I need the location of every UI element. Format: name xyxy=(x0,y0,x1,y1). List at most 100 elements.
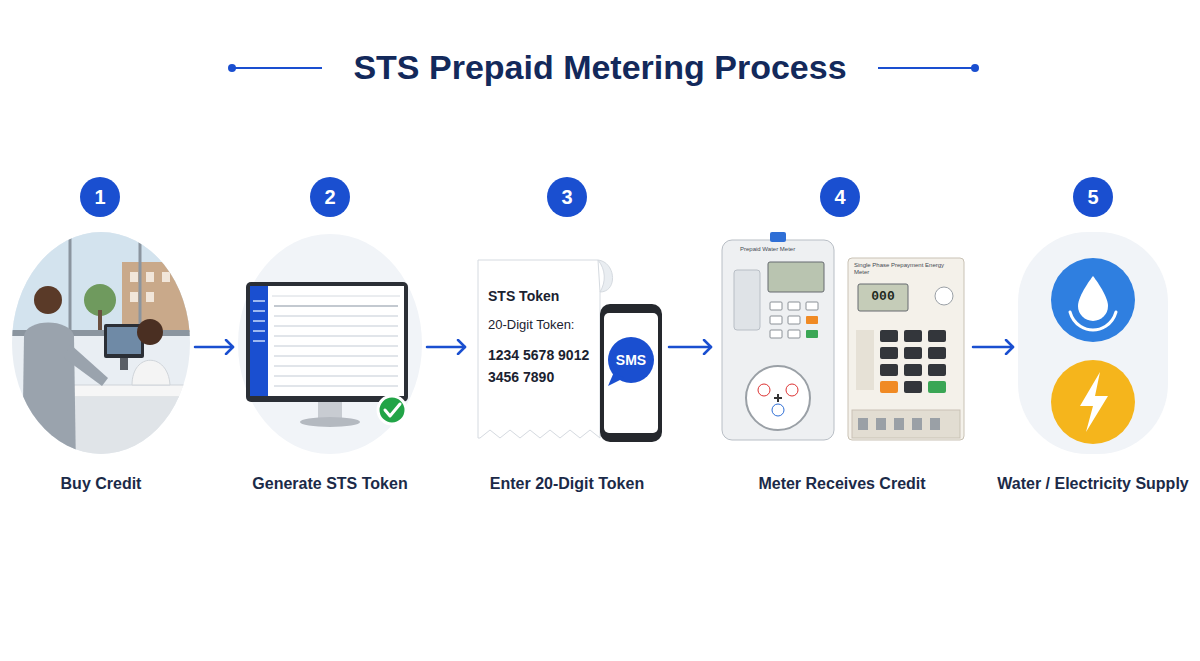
flow-arrow xyxy=(195,346,233,349)
illustration-part xyxy=(1018,232,1168,454)
illustration-part xyxy=(274,385,398,387)
illustration-part xyxy=(604,313,658,433)
illustration-part xyxy=(1080,372,1108,432)
illustration-part xyxy=(912,418,922,430)
step-panel: Buy Credit xyxy=(12,232,190,455)
illustration-part xyxy=(598,260,613,292)
illustration-part xyxy=(107,327,141,354)
illustration-part xyxy=(274,325,398,327)
illustration-part xyxy=(856,330,874,390)
illustration-part xyxy=(274,305,398,307)
prepaid-meters xyxy=(722,232,964,440)
step-number: 5 xyxy=(1073,177,1113,217)
illustration-part xyxy=(253,310,265,312)
step-number: 3 xyxy=(547,177,587,217)
step-number: 4 xyxy=(820,177,860,217)
flow-arrow xyxy=(669,346,711,349)
illustration-label: 000 xyxy=(862,290,904,305)
illustration-part xyxy=(69,232,72,332)
illustration-part xyxy=(64,344,108,386)
illustration-label: STS Token xyxy=(488,288,559,304)
illustration-part xyxy=(130,272,138,282)
office-photo xyxy=(0,220,200,470)
illustration-part xyxy=(378,396,406,424)
illustration-part xyxy=(930,418,940,430)
illustration-part xyxy=(904,381,922,393)
illustration-part xyxy=(904,347,922,359)
illustration-part xyxy=(137,319,163,345)
illustration-part xyxy=(788,316,800,324)
illustration-part xyxy=(274,315,398,317)
illustration-part xyxy=(253,330,265,332)
illustration-part xyxy=(876,418,886,430)
illustration-label: 3456 7890 xyxy=(488,369,554,385)
illustration-part xyxy=(806,302,818,310)
callout-number: 1 xyxy=(94,187,105,207)
illustration-label: SMS xyxy=(608,352,654,368)
illustration-part xyxy=(878,67,975,69)
illustration-part xyxy=(852,410,960,438)
illustration-part xyxy=(971,64,979,72)
illustration-part xyxy=(894,418,904,430)
illustration-part xyxy=(768,262,824,292)
illustration-part xyxy=(746,366,810,430)
illustration-part xyxy=(788,330,800,338)
illustration-part xyxy=(12,232,192,332)
illustration-part xyxy=(734,270,760,330)
illustration-label: Single Phase Prepayment Energy Meter xyxy=(854,262,958,276)
callout-number: 3 xyxy=(561,187,572,207)
utility-icons xyxy=(1018,232,1168,454)
illustration-part xyxy=(146,292,154,302)
illustration-part xyxy=(772,404,784,416)
illustration-part xyxy=(274,365,398,367)
step-caption: Meter Receives Credit xyxy=(758,474,925,494)
illustration-part xyxy=(770,330,782,338)
illustration-part xyxy=(880,347,898,359)
step-caption: Buy Credit xyxy=(61,474,142,494)
illustration-part xyxy=(600,304,662,442)
diagram-title: STS Prepaid Metering Process xyxy=(0,46,1200,88)
illustration-part xyxy=(132,360,170,385)
step-number: 1 xyxy=(80,177,120,217)
illustration-part xyxy=(806,316,818,324)
illustration-part xyxy=(253,340,265,342)
illustration-part xyxy=(385,404,400,416)
illustration-part xyxy=(1051,258,1135,342)
illustration-part xyxy=(0,220,200,470)
step-caption: Generate STS Token xyxy=(252,474,407,494)
illustration-part xyxy=(758,384,770,396)
illustration-part xyxy=(806,330,818,338)
illustration-part xyxy=(232,67,322,69)
computer-screen xyxy=(238,234,422,454)
illustration-part xyxy=(274,335,398,337)
illustration-part xyxy=(1051,360,1135,444)
illustration-part xyxy=(928,381,946,393)
illustration-part xyxy=(722,240,834,440)
illustration-part xyxy=(130,292,138,302)
callout-number: 4 xyxy=(834,187,845,207)
step-number: 2 xyxy=(310,177,350,217)
illustration-label: Prepaid Water Meter xyxy=(740,246,795,253)
illustration-part xyxy=(608,372,624,386)
illustration-part xyxy=(22,323,76,471)
step-panel: Generate STS Token xyxy=(238,234,422,454)
illustration-part xyxy=(848,258,964,440)
illustration-part xyxy=(770,232,786,242)
illustration-part xyxy=(146,272,154,282)
illustration-part xyxy=(274,345,398,347)
token-receipt xyxy=(478,260,662,442)
illustration-part xyxy=(880,364,898,376)
illustration-part xyxy=(904,330,922,342)
illustration-label: 20-Digit Token: xyxy=(488,318,574,333)
illustration-part xyxy=(928,347,946,359)
illustration-part xyxy=(478,260,600,438)
illustration-part xyxy=(880,381,898,393)
callout-number: 2 xyxy=(324,187,335,207)
illustration-part xyxy=(253,300,265,302)
callout-number: 5 xyxy=(1087,187,1098,207)
illustration-part xyxy=(786,384,798,396)
illustration-part xyxy=(880,330,898,342)
step-caption: Enter 20-Digit Token xyxy=(490,474,644,494)
